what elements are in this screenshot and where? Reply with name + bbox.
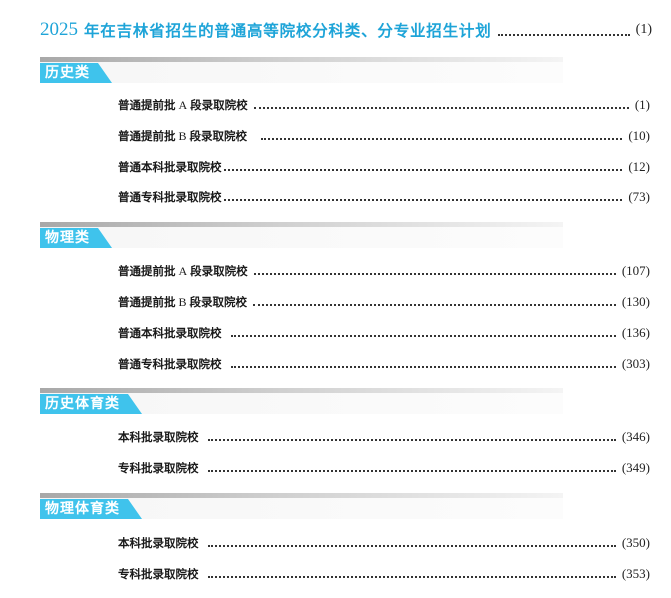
entry-label: 专科批录取院校: [118, 567, 199, 581]
toc-entry[interactable]: 普通专科批录取院校 (73): [118, 187, 650, 207]
toc-entry[interactable]: 本科批录取院校 (346): [118, 427, 650, 447]
leader-dots: [230, 366, 616, 368]
page-number: (12): [628, 159, 650, 174]
leader-dots: [207, 545, 616, 547]
entry-label: 本科批录取院校: [118, 430, 199, 444]
leader-dots: [207, 439, 616, 441]
title-text: 年在吉林省招生的普通高等院校分科类、分专业招生计划: [84, 22, 492, 40]
toc-main-title-entry[interactable]: 2025 年在吉林省招生的普通高等院校分科类、分专业招生计划 (1): [40, 17, 652, 43]
toc-entry[interactable]: 普通专科批录取院校 (303): [118, 354, 650, 374]
page-number: (107): [621, 263, 650, 278]
section-header-band: [40, 62, 563, 83]
leader-dots: [261, 138, 623, 140]
section-label: 历史体育类: [40, 394, 142, 414]
section-divider-bar: [40, 57, 563, 62]
section-header-band: [40, 393, 563, 414]
leader-dots: [207, 576, 616, 578]
toc-entry[interactable]: 本科批录取院校 (350): [118, 533, 650, 553]
leader-dots: [223, 169, 623, 171]
section-label: 物理体育类: [40, 499, 142, 519]
page-number: (349): [621, 460, 650, 475]
page-number: (1): [634, 97, 650, 112]
leader-dots: [253, 304, 616, 306]
section-label: 历史类: [40, 63, 112, 83]
title-year: 2025: [40, 19, 78, 40]
page-number: (136): [621, 325, 650, 340]
toc-entry[interactable]: 普通本科批录取院校 (136): [118, 323, 650, 343]
page-number: (73): [628, 189, 650, 204]
page-number: (10): [628, 128, 650, 143]
page-number: (130): [621, 294, 650, 309]
page-number: (1): [635, 22, 652, 37]
leader-dots: [253, 273, 616, 275]
page-number: (353): [621, 566, 650, 581]
entry-label: 普通本科批录取院校: [118, 326, 222, 340]
entry-label: 普通专科批录取院校: [118, 357, 222, 371]
section-header-band: [40, 498, 563, 519]
leader-dots: [223, 199, 623, 201]
leader-dots: [497, 34, 630, 36]
toc-entry[interactable]: 专科批录取院校 (353): [118, 564, 650, 584]
section-header-band: [40, 227, 563, 248]
page-number: (350): [621, 535, 650, 550]
leader-dots: [253, 107, 629, 109]
toc-entry[interactable]: 普通本科批录取院校 (12): [118, 157, 650, 177]
page-number: (303): [621, 356, 650, 371]
section-divider-bar: [40, 493, 563, 498]
section-label: 物理类: [40, 228, 112, 248]
entry-label: 普通专科批录取院校: [118, 190, 222, 204]
section-divider-bar: [40, 222, 563, 227]
entry-label: 专科批录取院校: [118, 461, 199, 475]
section-divider-bar: [40, 388, 563, 393]
entry-label: 普通本科批录取院校: [118, 160, 222, 174]
entry-label: 本科批录取院校: [118, 536, 199, 550]
page-number: (346): [621, 429, 650, 444]
leader-dots: [230, 335, 616, 337]
leader-dots: [207, 470, 616, 472]
toc-entry[interactable]: 专科批录取院校 (349): [118, 458, 650, 478]
